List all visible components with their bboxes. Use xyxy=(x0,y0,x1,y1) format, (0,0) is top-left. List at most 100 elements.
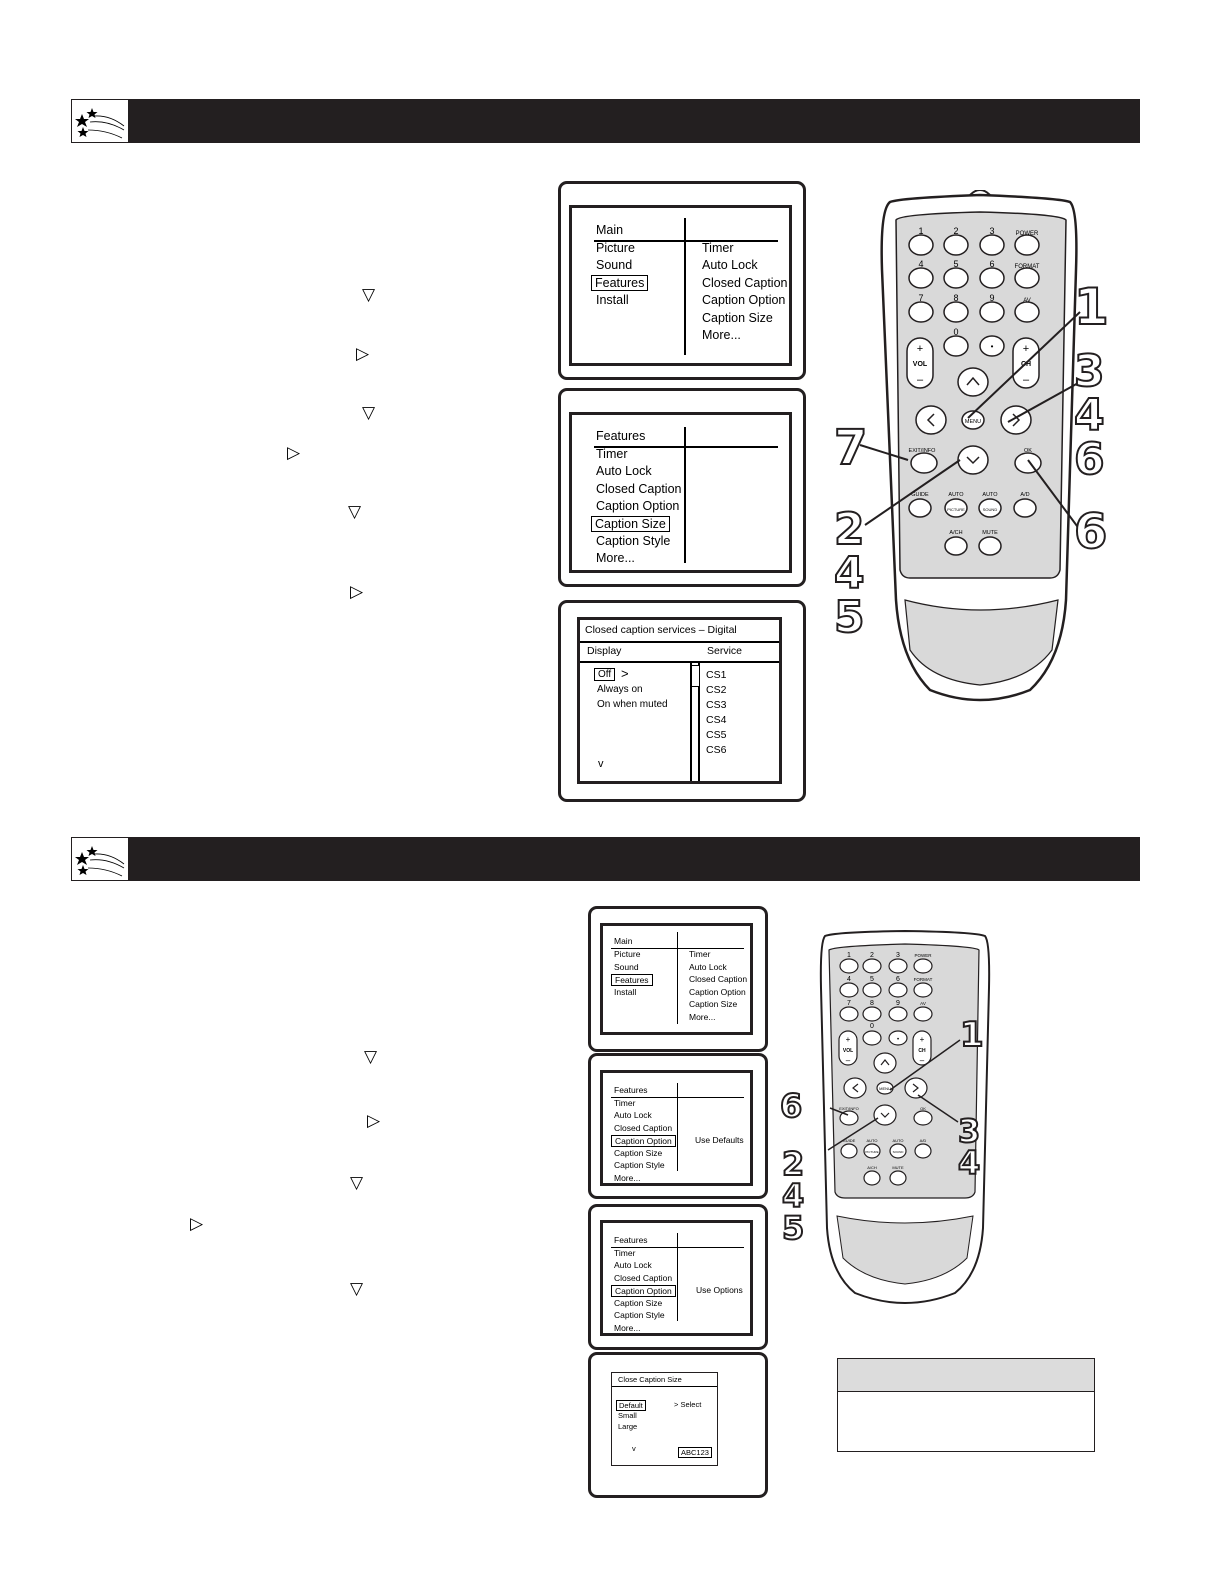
submenu-item[interactable]: Closed Caption xyxy=(689,974,748,984)
menu-item[interactable]: Sound xyxy=(614,962,639,972)
menu-item[interactable]: Closed Caption xyxy=(596,482,682,496)
submenu-item[interactable]: More... xyxy=(702,328,741,342)
service-item[interactable]: CS6 xyxy=(706,744,727,756)
menu-item[interactable]: Caption Size xyxy=(614,1298,663,1308)
right-triangle-icon: ▷ xyxy=(356,344,370,363)
screen-title: Closed caption services – Digital xyxy=(585,624,737,636)
menu-item[interactable]: Timer xyxy=(614,1248,636,1258)
size-option[interactable]: Small xyxy=(618,1411,637,1420)
svg-text:EXIT/INFO: EXIT/INFO xyxy=(839,1106,859,1111)
service-item[interactable]: CS1 xyxy=(706,669,727,681)
tv-screen-caption-option-defaults: Features Timer Auto Lock Closed Caption … xyxy=(588,1053,768,1199)
menu-item[interactable]: Caption Size xyxy=(614,1148,663,1158)
svg-text:•: • xyxy=(991,342,994,351)
service-item[interactable]: CS2 xyxy=(706,684,727,696)
svg-text:AUTO: AUTO xyxy=(892,1138,903,1143)
tv-screen-close-caption-size: Close Caption Size Default Small Large >… xyxy=(588,1352,768,1498)
display-option[interactable]: Always on xyxy=(597,684,643,695)
svg-text:+: + xyxy=(846,1035,851,1044)
submenu-item[interactable]: Auto Lock xyxy=(689,962,727,972)
display-option[interactable]: On when muted xyxy=(597,699,668,710)
svg-text:2: 2 xyxy=(953,226,958,236)
menu-item[interactable]: More... xyxy=(596,551,635,565)
menu-item[interactable]: Caption Option xyxy=(596,499,680,513)
menu-item[interactable]: More... xyxy=(614,1173,641,1183)
svg-text:MENU: MENU xyxy=(965,419,981,425)
menu-item[interactable]: Closed Caption xyxy=(614,1123,673,1133)
svg-text:PICTURE: PICTURE xyxy=(947,507,965,512)
service-item[interactable]: CS5 xyxy=(706,729,727,741)
svg-text:EXIT/INFO: EXIT/INFO xyxy=(909,448,937,454)
shooting-stars-logo xyxy=(71,99,129,143)
svg-text:POWER: POWER xyxy=(914,953,932,958)
svg-text:OK: OK xyxy=(1024,448,1032,454)
submenu-item[interactable]: More... xyxy=(689,1012,716,1022)
menu-item[interactable]: Caption Style xyxy=(614,1310,665,1320)
down-triangle-icon: ▽ xyxy=(350,1173,364,1192)
menu-item[interactable]: Auto Lock xyxy=(596,464,652,478)
display-option-off-selected[interactable]: Off xyxy=(594,668,616,681)
svg-text:MUTE: MUTE xyxy=(892,1165,904,1170)
svg-text:AUTO: AUTO xyxy=(982,492,998,498)
menu-item-sound[interactable]: Sound xyxy=(596,258,633,272)
menu-item-features-selected[interactable]: Features xyxy=(611,974,653,986)
submenu-item[interactable]: Closed Caption xyxy=(702,276,788,290)
callout-step-7: 7 xyxy=(833,420,868,476)
menu-item[interactable]: Install xyxy=(614,987,637,997)
menu-item-features-selected[interactable]: Features xyxy=(591,275,649,291)
caption-size-sample: ABC123 xyxy=(678,1447,712,1458)
callout-step-1: 1 xyxy=(1073,278,1110,336)
menu-item[interactable]: Timer xyxy=(596,447,628,461)
menu-item-caption-size-selected[interactable]: Caption Size xyxy=(591,516,670,532)
submenu-item[interactable]: Timer xyxy=(702,241,734,255)
service-item[interactable]: CS3 xyxy=(706,699,727,711)
svg-text:7: 7 xyxy=(847,1000,851,1007)
right-triangle-icon: ▷ xyxy=(350,582,364,601)
option-value: Use Defaults xyxy=(695,1135,744,1145)
submenu-item[interactable]: Caption Size xyxy=(689,999,738,1009)
submenu-item[interactable]: Caption Size xyxy=(702,311,773,325)
menu-item[interactable]: Auto Lock xyxy=(614,1110,652,1120)
menu-heading: Features xyxy=(614,1235,648,1245)
svg-text:9: 9 xyxy=(989,293,994,303)
menu-item[interactable]: Picture xyxy=(614,949,641,959)
svg-text:5: 5 xyxy=(953,259,958,269)
submenu-item[interactable]: Timer xyxy=(689,949,711,959)
menu-item-picture[interactable]: Picture xyxy=(596,241,635,255)
callout-leaders xyxy=(859,311,1081,531)
menu-item[interactable]: Caption Style xyxy=(614,1160,665,1170)
menu-item-install[interactable]: Install xyxy=(596,293,629,307)
submenu-item[interactable]: Auto Lock xyxy=(702,258,758,272)
svg-text:A/D: A/D xyxy=(920,1138,927,1143)
tv-screen-main-menu-small: Main Picture Sound Features Install Time… xyxy=(588,906,768,1052)
svg-text:•: • xyxy=(897,1037,899,1043)
svg-text:3: 3 xyxy=(896,952,900,959)
menu-item[interactable]: Auto Lock xyxy=(614,1260,652,1270)
svg-text:–: – xyxy=(1023,374,1030,386)
down-arrow-icon: v xyxy=(632,1444,636,1453)
callout-step-6-bottom: 6 xyxy=(779,1087,803,1125)
svg-text:VOL: VOL xyxy=(843,1048,853,1054)
tv-screen-closed-caption-services: Closed caption services – Digital Displa… xyxy=(558,600,806,802)
screen-title: Close Caption Size xyxy=(618,1375,682,1384)
submenu-item[interactable]: Caption Option xyxy=(689,987,746,997)
menu-item-caption-option-selected[interactable]: Caption Option xyxy=(611,1285,676,1297)
service-item[interactable]: CS4 xyxy=(706,714,727,726)
menu-item-caption-option-selected[interactable]: Caption Option xyxy=(611,1135,676,1147)
menu-heading: Main xyxy=(614,936,633,946)
menu-item[interactable]: Closed Caption xyxy=(614,1273,673,1283)
service-column-label: Service xyxy=(707,645,743,657)
svg-text:A/CH: A/CH xyxy=(867,1165,877,1170)
submenu-item[interactable]: Caption Option xyxy=(702,293,786,307)
menu-item[interactable]: Caption Style xyxy=(596,534,671,548)
right-triangle-icon: ▷ xyxy=(367,1111,381,1130)
menu-item[interactable]: Timer xyxy=(614,1098,636,1108)
option-value: Use Options xyxy=(696,1285,743,1295)
svg-text:2: 2 xyxy=(870,952,874,959)
size-option[interactable]: Large xyxy=(618,1422,638,1431)
scrollbar-thumb[interactable] xyxy=(691,665,700,687)
svg-text:AV: AV xyxy=(1023,298,1031,304)
svg-text:SOUND: SOUND xyxy=(983,507,998,512)
size-option-default-selected[interactable]: Default xyxy=(616,1400,646,1411)
menu-item[interactable]: More... xyxy=(614,1323,641,1333)
